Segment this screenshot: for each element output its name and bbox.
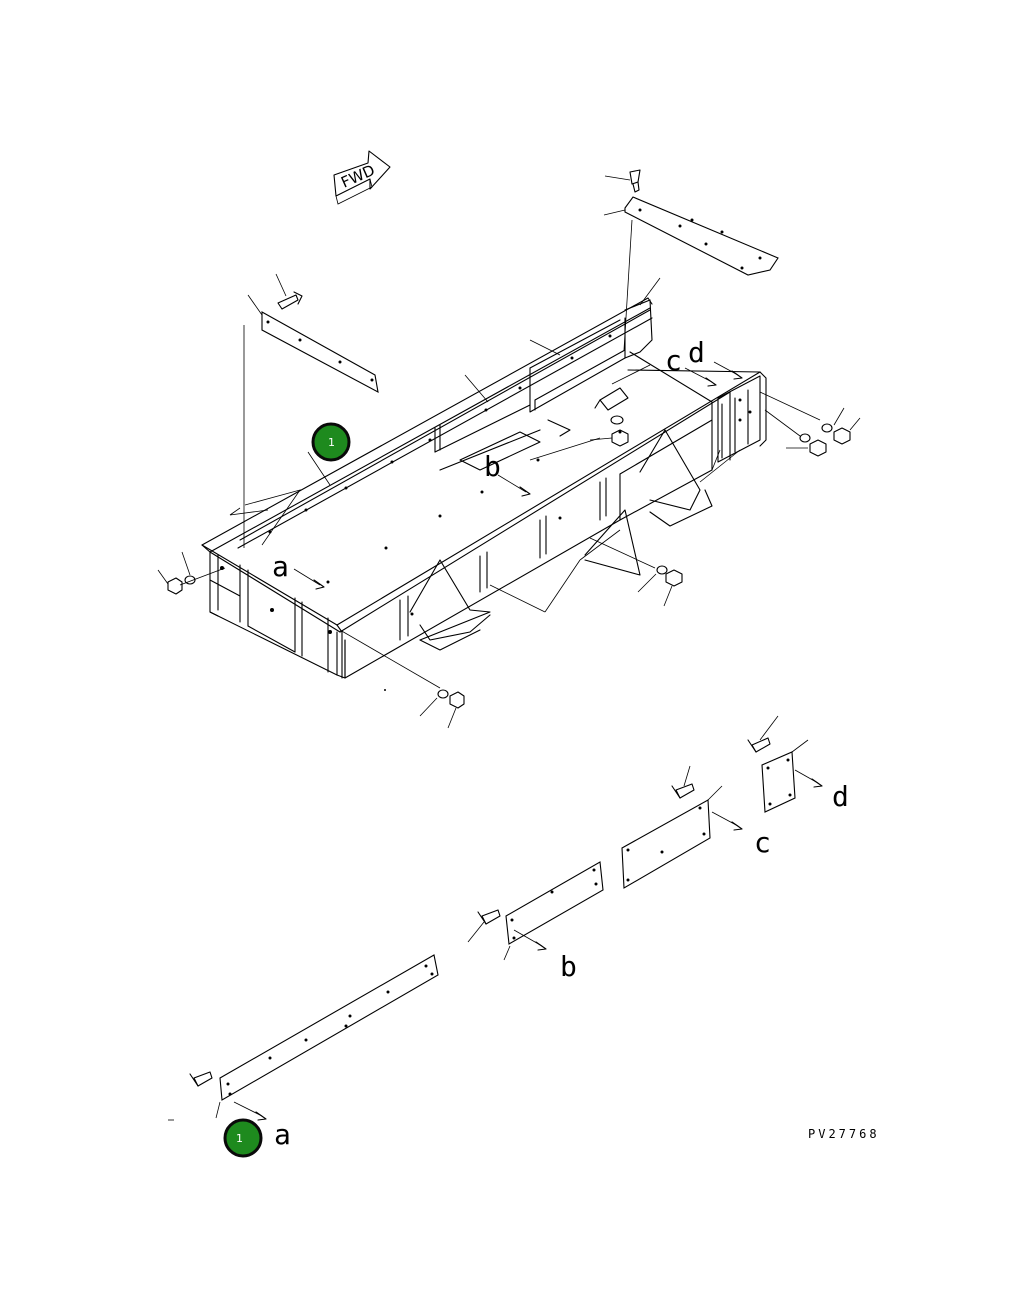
label-c-bottom: c [754,826,771,859]
nut-icon [589,429,629,447]
top-side-plate [247,294,379,394]
label-b-bottom: b [560,950,577,983]
arrow-c-bottom [711,811,743,831]
plate-d [761,739,809,813]
top-cover-plate [603,196,779,276]
drawing-code: PV27768 [808,1127,880,1141]
bolt-icon [747,715,779,753]
nut-icon [786,439,827,457]
arrow-d-bottom [794,769,823,788]
nut-icon [447,691,465,729]
label-a-top: a [272,550,289,583]
arrow-d-top [713,361,743,380]
callout-1-plate[interactable]: 1 [223,1118,263,1158]
washer-icon [799,433,811,443]
bolt-icon [604,169,641,193]
callout-1-frame-number: 1 [328,436,335,449]
label-c-top: c [665,344,682,377]
plate-b [505,861,604,945]
washer-icon [610,415,624,425]
washer-icon [821,407,845,433]
callout-1-plate-number: 1 [236,1132,243,1145]
arrow-b-bottom [503,929,547,961]
label-d-bottom: d [832,780,849,813]
washer-icon [181,551,196,585]
bolt-icon [275,273,303,310]
callout-1-frame[interactable]: 1 [311,422,351,462]
plate-c [621,785,723,889]
frame-assembly [179,219,821,689]
label-a-bottom: a [274,1118,291,1151]
frame-holes [220,334,752,691]
bolt-icon [671,765,695,799]
washer-icon [419,689,449,717]
nut-icon [663,569,683,607]
label-d-top: d [688,336,705,369]
arrow-b-top [497,474,531,497]
label-b-top: b [484,450,501,483]
arrow-a-bottom [215,1101,267,1121]
arrow-a-top [293,568,325,590]
bolt-icon [168,1071,213,1121]
arrow-c-top [684,367,717,387]
washer-icon [637,565,668,593]
nut-icon [157,569,183,595]
bolt-icon [467,909,501,943]
nut-icon [833,417,861,445]
plate-a [219,954,439,1101]
fwd-arrow-icon: FWD [333,150,391,205]
